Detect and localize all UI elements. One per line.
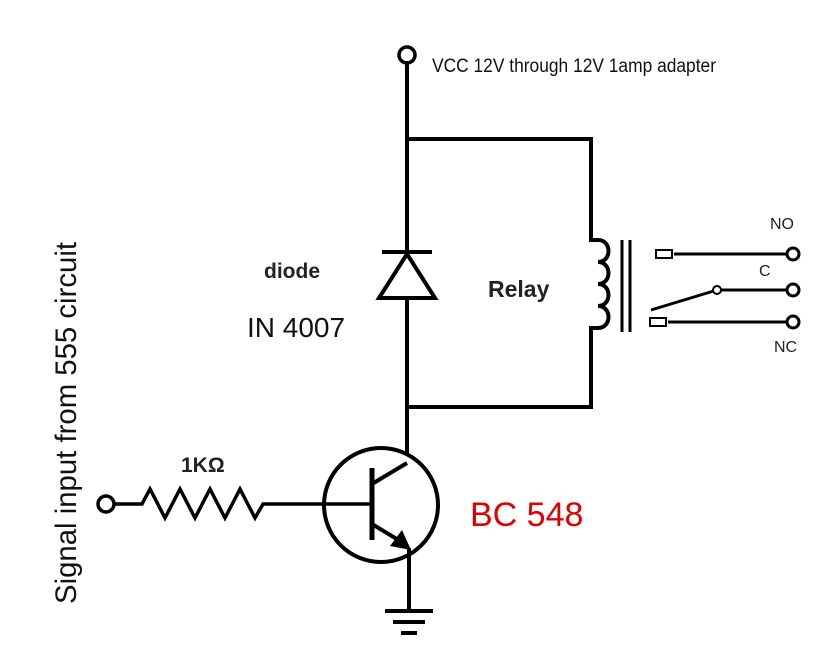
vcc-terminal: [397, 45, 417, 65]
signal-input-terminal: [96, 494, 116, 514]
vcc-label: VCC 12V through 12V 1amp adapter: [432, 56, 717, 77]
transistor-label: BC 548: [470, 496, 583, 534]
diode-symbol: [375, 250, 439, 300]
nc-label: NC: [774, 339, 797, 356]
resistor-label: 1KΩ: [181, 454, 225, 477]
relay-contacts: [649, 249, 789, 327]
no-terminal: [785, 246, 801, 262]
relay-coil: [589, 238, 632, 342]
signal-input-label: Signal input from 555 circuit: [50, 241, 83, 604]
diode-name-label: diode: [264, 260, 320, 283]
nc-terminal: [785, 314, 801, 330]
c-label: C: [759, 263, 771, 280]
ground-symbol: [385, 609, 433, 635]
no-label: NO: [770, 216, 794, 233]
relay-label: Relay: [488, 276, 550, 302]
c-terminal: [785, 282, 801, 298]
transistor-symbol: [322, 446, 440, 610]
resistor-symbol: [114, 485, 372, 522]
supply-wiring: [405, 61, 593, 465]
diode-part-label: IN 4007: [247, 312, 345, 343]
